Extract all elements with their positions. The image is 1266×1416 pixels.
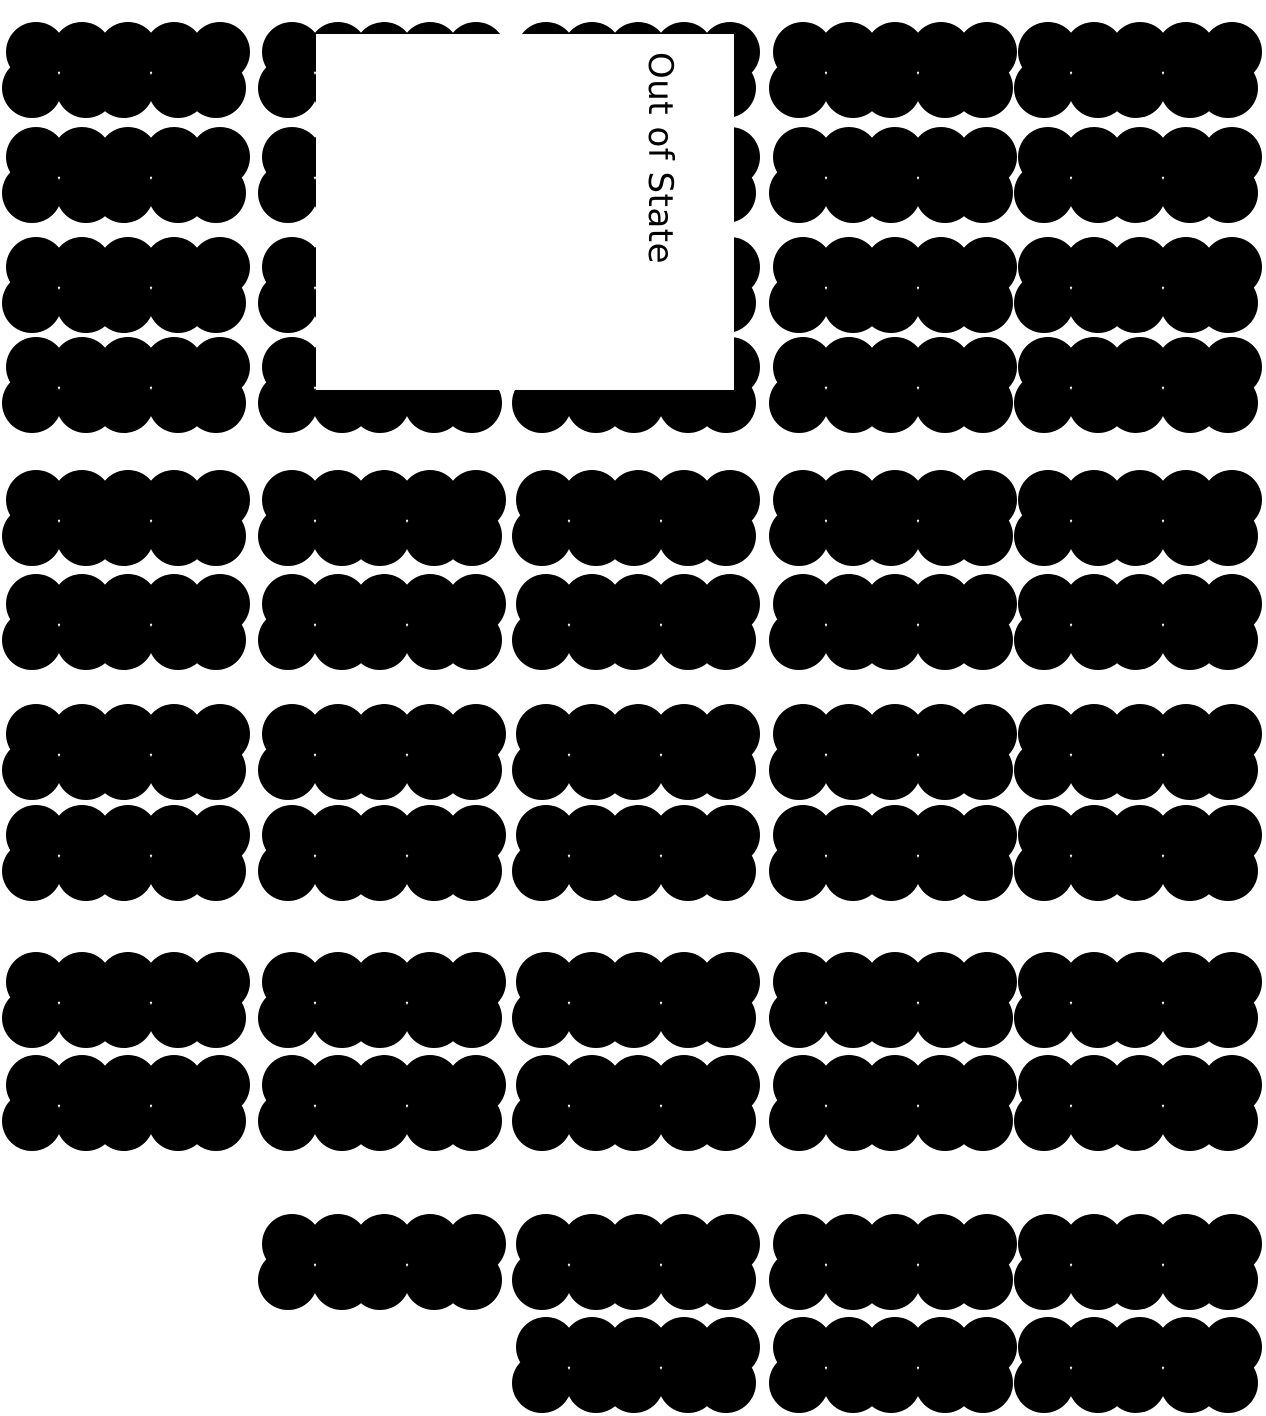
out-of-state-label: Out of State (640, 52, 680, 264)
circle-block (1014, 1317, 1262, 1413)
circle-block (1014, 952, 1262, 1048)
circle-block (769, 237, 1017, 333)
circle-block (769, 127, 1017, 223)
circle-block (1014, 470, 1262, 566)
circle-block (769, 1055, 1017, 1151)
circle-block (2, 22, 250, 118)
circle-block (1014, 237, 1262, 333)
circle-block (1014, 1214, 1262, 1310)
circle-block (512, 952, 760, 1048)
circle-block (258, 574, 506, 670)
circle-block (512, 1214, 760, 1310)
circle-block (769, 337, 1017, 433)
circle-block (1014, 574, 1262, 670)
circle-block (1014, 22, 1262, 118)
circle-block (258, 470, 506, 566)
circle-block (769, 952, 1017, 1048)
circle-block (769, 574, 1017, 670)
circle-block (512, 574, 760, 670)
circle-block (2, 952, 250, 1048)
circle-block (769, 22, 1017, 118)
circle-block (258, 1214, 506, 1310)
circle-block (512, 1317, 760, 1413)
circle-block (769, 805, 1017, 901)
circle-block (1014, 337, 1262, 433)
circle-block (258, 952, 506, 1048)
circle-block (512, 470, 760, 566)
circle-block (1014, 127, 1262, 223)
circle-block (2, 1055, 250, 1151)
circle-block (258, 1055, 506, 1151)
circle-block (1014, 1055, 1262, 1151)
circle-block (2, 805, 250, 901)
circle-block (2, 337, 250, 433)
circle-block (2, 237, 250, 333)
circle-block (512, 1055, 760, 1151)
circle-block (2, 704, 250, 800)
circle-block (769, 1317, 1017, 1413)
circle-block (1014, 805, 1262, 901)
circle-block (769, 470, 1017, 566)
circle-block (2, 470, 250, 566)
circle-block (512, 704, 760, 800)
circle-block (512, 805, 760, 901)
circle-block (769, 704, 1017, 800)
circle-block (2, 574, 250, 670)
circle-block (2, 127, 250, 223)
circle-block (1014, 704, 1262, 800)
circle-block (258, 704, 506, 800)
circle-block (769, 1214, 1017, 1310)
circle-block (258, 805, 506, 901)
